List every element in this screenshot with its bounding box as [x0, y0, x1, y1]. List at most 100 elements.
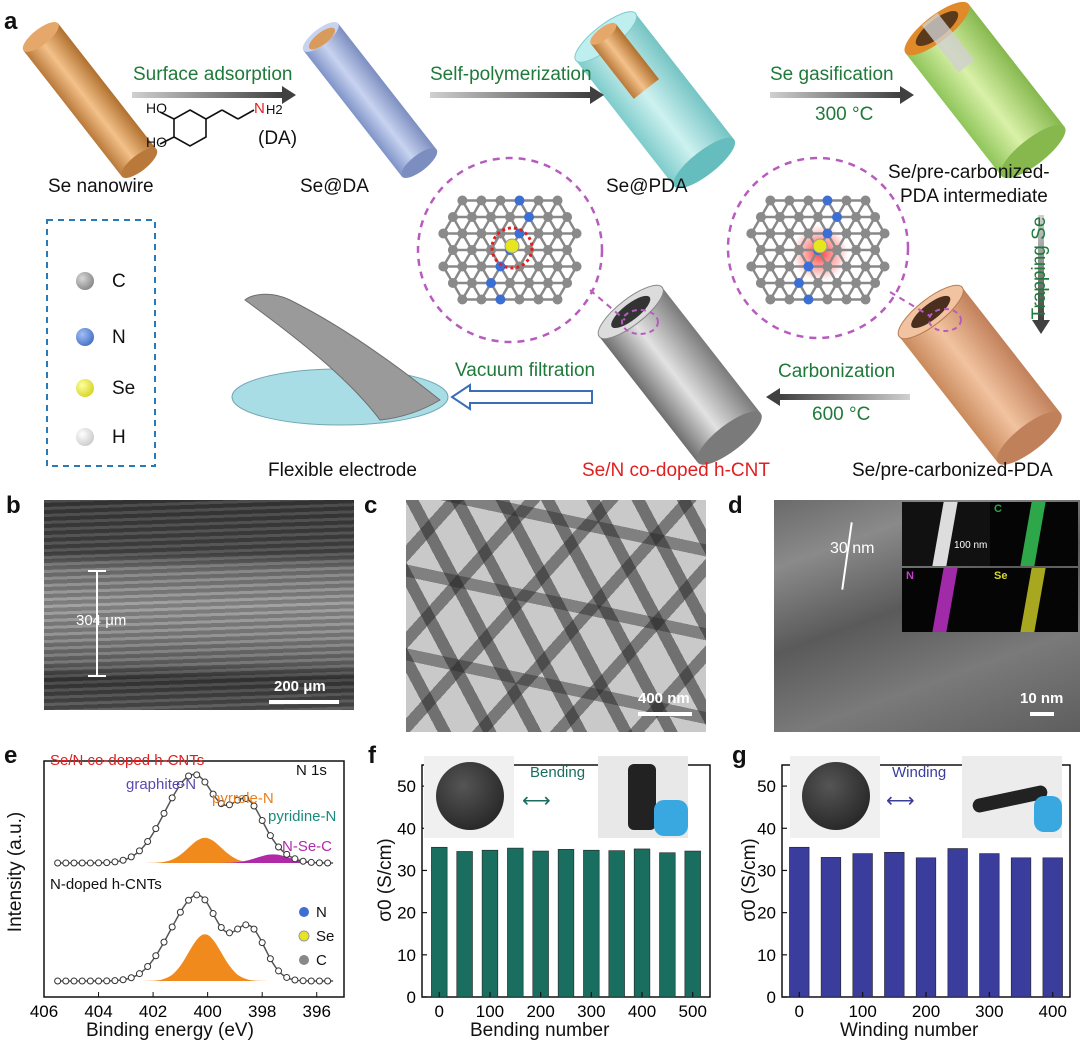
e-data-point: [185, 772, 193, 780]
g-inset-label: Winding: [892, 764, 947, 781]
e-data-point: [86, 859, 94, 867]
thickness-label: 304 μm: [76, 612, 127, 629]
se-da-rod: [302, 22, 438, 178]
panel-label-f: f: [368, 742, 376, 769]
lattice-n-atom: [822, 195, 833, 206]
e-data-point: [152, 952, 160, 960]
label-se-da: Se@DA: [300, 176, 369, 197]
panel-label-e: e: [4, 742, 18, 769]
lattice-c-atom: [533, 294, 544, 305]
scale-bar-d: [1030, 712, 1054, 716]
arrow-carbonization: [780, 394, 910, 400]
e-data-point: [103, 859, 111, 867]
lattice-left: [438, 195, 582, 305]
lattice-c-atom: [524, 278, 535, 288]
map-se: [990, 568, 1078, 632]
tem-image-c: 400 nm: [406, 500, 706, 732]
e-data-point: [54, 859, 62, 867]
g-ytick-label: 50: [757, 777, 776, 796]
lattice-c-atom: [851, 278, 862, 288]
lattice-c-atom: [822, 261, 833, 272]
legend-n-label: N: [112, 327, 126, 348]
lattice-c-atom: [476, 261, 487, 272]
lattice-c-atom: [571, 261, 582, 272]
g-bar: [1042, 857, 1063, 998]
f-bar: [481, 849, 499, 998]
lattice-se-atom: [504, 238, 520, 254]
e-data-point: [160, 938, 168, 946]
scale-bar-b: [269, 700, 339, 704]
lattice-c-atom: [457, 294, 468, 305]
tem-image-d: 30 nm 100 nm C N Se 10 nm: [774, 500, 1080, 732]
legend-h-atom: [76, 428, 94, 446]
e-xlabel: Binding energy (eV): [86, 1020, 254, 1041]
g-bar: [947, 848, 968, 998]
thickness-tick-top: [88, 570, 106, 572]
e-data-point: [299, 977, 307, 985]
f-ytick-label: 20: [397, 904, 416, 923]
f-bar: [456, 851, 473, 998]
f-xtick-label: 0: [435, 1002, 444, 1021]
lattice-c-atom: [851, 212, 862, 222]
e-data-point: [234, 925, 242, 933]
step-300c: 300 °C: [815, 104, 874, 125]
e-data-point: [168, 794, 176, 802]
lattice-c-atom: [755, 212, 766, 222]
e-data-point: [299, 857, 307, 865]
g-xtick-label: 200: [912, 1002, 940, 1021]
lattice-n-atom: [793, 278, 804, 288]
lattice-c-atom: [438, 228, 449, 239]
e-legend-n: N: [316, 904, 327, 921]
lattice-c-atom: [841, 294, 852, 305]
legend-se-label: Se: [112, 378, 136, 399]
e-data-point: [86, 977, 94, 985]
e-data-point: [160, 809, 168, 817]
e-data-point: [225, 801, 233, 809]
g-xtick-label: 300: [975, 1002, 1003, 1021]
f-xlabel: Bending number: [470, 1020, 610, 1041]
f-ytick-label: 0: [407, 988, 416, 1007]
e-data-point: [283, 850, 291, 858]
arrow-gasification: [770, 92, 900, 98]
e-data-point: [135, 970, 143, 978]
e-data-point: [193, 771, 201, 779]
lattice-c-atom: [851, 245, 862, 255]
se-nanowire-rod: [22, 22, 158, 178]
g-ytick-label: 20: [757, 904, 776, 923]
label-se-nanowire: Se nanowire: [48, 176, 154, 197]
lattice-n-atom: [822, 228, 833, 239]
lattice-c-atom: [813, 212, 823, 222]
lattice-c-atom: [784, 195, 795, 206]
precarbonized-rod: [897, 284, 1062, 465]
e-xtick-label: 402: [139, 1002, 167, 1021]
e-data-point: [209, 910, 217, 918]
e-data-point: [307, 858, 315, 866]
e-data-point: [315, 859, 323, 867]
g-ytick-label: 40: [757, 819, 776, 838]
f-ytick-label: 10: [397, 946, 416, 965]
g-ylabel: σ0 (S/cm): [739, 838, 760, 922]
peak-graphite-n: graphite-N: [126, 776, 197, 793]
f-inset-label: Bending: [530, 764, 586, 781]
lattice-n-atom: [485, 278, 496, 288]
e-ylabel: Intensity (a.u.): [5, 811, 26, 933]
g-ytick-label: 0: [767, 988, 776, 1007]
g-bar: [789, 846, 810, 998]
f-ytick-label: 50: [397, 777, 416, 796]
lattice-c-atom: [774, 278, 785, 288]
e-xtick-label: 406: [30, 1002, 58, 1021]
legend-c-label: C: [112, 271, 126, 292]
g-inset-photo-wound: [962, 756, 1062, 838]
lattice-c-atom: [457, 261, 468, 272]
dopamine-structure: [159, 109, 255, 147]
lattice-c-atom: [543, 212, 554, 222]
lattice-c-atom: [485, 212, 496, 222]
panel-label-c: c: [364, 492, 378, 519]
f-bar: [659, 852, 676, 998]
step-vacuum-filtration: Vacuum filtration: [455, 360, 596, 381]
lattice-c-atom: [533, 195, 544, 206]
g-bar: [1010, 857, 1032, 998]
lattice-c-atom: [543, 245, 554, 255]
intermediate-rod: [904, 1, 1066, 179]
